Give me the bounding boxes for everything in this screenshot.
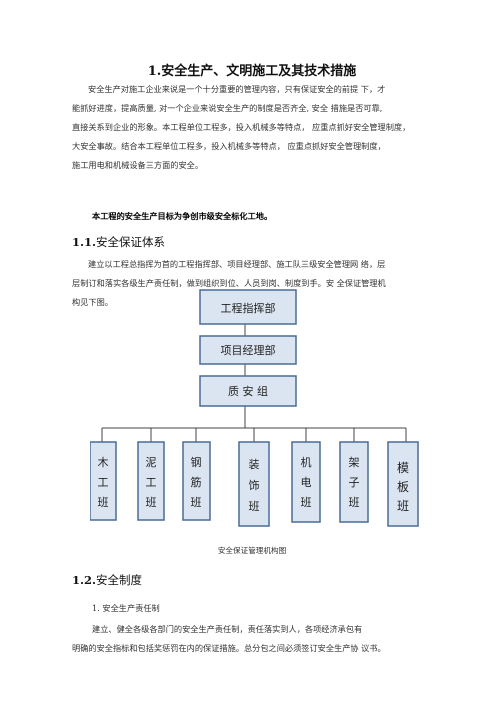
team-char: 钢 <box>191 456 202 469</box>
team-char: 班 <box>397 499 409 513</box>
body-line: 明确的安全指标和包括奖惩罚在内的保证措施。总分包之间必须签订安全生产协 议书。 <box>72 643 386 653</box>
org-box-quality-safety-group: 质 安 组 <box>199 375 297 407</box>
team-char: 班 <box>146 496 157 509</box>
section-title: 安全制度 <box>96 573 143 587</box>
connector-lines <box>101 324 407 442</box>
team-char: 木 <box>98 456 109 469</box>
box-shape <box>199 335 297 365</box>
section-number: 1.1. <box>72 235 97 249</box>
intro-line: 直接关系到企业的形象。本工程单位工程多，投入机械多等特点， 应重点抓好安全管理制… <box>72 122 411 132</box>
safety-goal: 本工程的安全生产目标为争创市级安全标化工地。 <box>92 211 273 221</box>
section-heading-1-2: 1.2.安全制度 <box>72 572 142 588</box>
team-box-carpentry: 木 工 班 <box>89 441 117 521</box>
intro-paragraph: 安全生产对施工企业来说是一个十分重要的管理内容，只有保证安全的前提 下，才 能抓… <box>72 80 434 175</box>
box-shape <box>238 441 270 527</box>
team-char: 班 <box>191 496 202 509</box>
team-char: 子 <box>349 476 360 489</box>
box-label: 质 安 组 <box>228 384 268 398</box>
body-line: 建立、健全各级各部门的安全生产责任制，责任落实到人，各项经济承包有 <box>92 624 363 634</box>
team-char: 板 <box>397 480 409 494</box>
team-char: 班 <box>98 496 109 509</box>
team-char: 工 <box>98 476 109 489</box>
box-label: 项目经理部 <box>221 343 276 357</box>
team-box-scaffolding: 架 子 班 <box>339 441 369 523</box>
box-label: 工程指挥部 <box>221 301 276 315</box>
box-shape <box>89 441 117 521</box>
org-chart-diagram: 工程指挥部 项目经理部 质 安 组 木 工 班 泥 工 班 <box>89 289 419 527</box>
team-char: 工 <box>146 476 157 489</box>
intro-line: 能抓好进度，提高质量, 对一个企业来说安全生产的制度是否齐全, 安全 措施是否可… <box>72 103 383 113</box>
box-shape <box>387 441 419 527</box>
list-item-1: 1. 安全生产责任制 <box>92 603 160 613</box>
intro-line: 安全生产对施工企业来说是一个十分重要的管理内容，只有保证安全的前提 下，才 <box>88 84 386 94</box>
section-1-2-paragraph: 建立、健全各级各部门的安全生产责任制，责任落实到人，各项经济承包有 明确的安全指… <box>72 620 434 658</box>
team-char: 机 <box>301 455 312 469</box>
team-box-electromechanical: 机 电 班 <box>291 441 321 523</box>
section-title: 安全保证体系 <box>96 235 166 249</box>
team-box-formwork: 模 板 班 <box>387 441 419 527</box>
team-char: 筋 <box>191 475 202 489</box>
section-heading-1-1: 1.1.安全保证体系 <box>72 234 165 250</box>
team-char: 架 <box>349 456 360 469</box>
box-shape <box>137 441 165 521</box>
org-box-project-department: 项目经理部 <box>199 335 297 365</box>
intro-line: 施工用电和机械设备三方面的安全。 <box>72 160 204 170</box>
team-char: 泥 <box>146 456 157 469</box>
box-shape <box>199 375 297 407</box>
chart-caption: 安全保证管理机构图 <box>217 546 287 555</box>
intro-line: 大安全事故。结合本工程单位工程多，投入机械多等特点， 应重点抓好安全管理制度， <box>72 141 386 151</box>
team-char: 班 <box>301 496 312 509</box>
team-char: 班 <box>349 496 360 509</box>
team-char: 装 <box>249 458 260 471</box>
page-title: 1.安全生产、文明施工及其技术措施 <box>147 64 357 79</box>
section-number: 1.2. <box>72 573 97 587</box>
team-box-decoration: 装 饰 班 <box>238 441 270 527</box>
team-char: 饰 <box>249 478 260 492</box>
box-shape <box>199 289 297 325</box>
org-box-headquarters: 工程指挥部 <box>199 289 297 325</box>
box-shape <box>339 441 369 523</box>
box-shape <box>182 441 211 521</box>
body-line: 层制订和落实各级生产责任制，做到组织到位、人员到岗、制度到手。安 全保证管理机 <box>72 278 386 288</box>
team-box-rebar: 钢 筋 班 <box>182 441 211 521</box>
section-1-1-paragraph: 建立以工程总指挥为首的工程指挥部、项目经理部、施工队三级安全管理网 络，层 层制… <box>72 255 434 312</box>
box-shape <box>291 441 321 523</box>
body-line: 构见下图。 <box>72 297 113 307</box>
team-char: 电 <box>301 476 312 489</box>
org-chart: 工程指挥部 项目经理部 质 安 组 木 工 班 泥 工 班 <box>89 288 420 542</box>
body-line: 建立以工程总指挥为首的工程指挥部、项目经理部、施工队三级安全管理网 络，层 <box>88 259 386 269</box>
team-box-masonry: 泥 工 班 <box>137 441 165 521</box>
team-char: 模 <box>397 461 409 475</box>
team-char: 班 <box>249 500 260 513</box>
